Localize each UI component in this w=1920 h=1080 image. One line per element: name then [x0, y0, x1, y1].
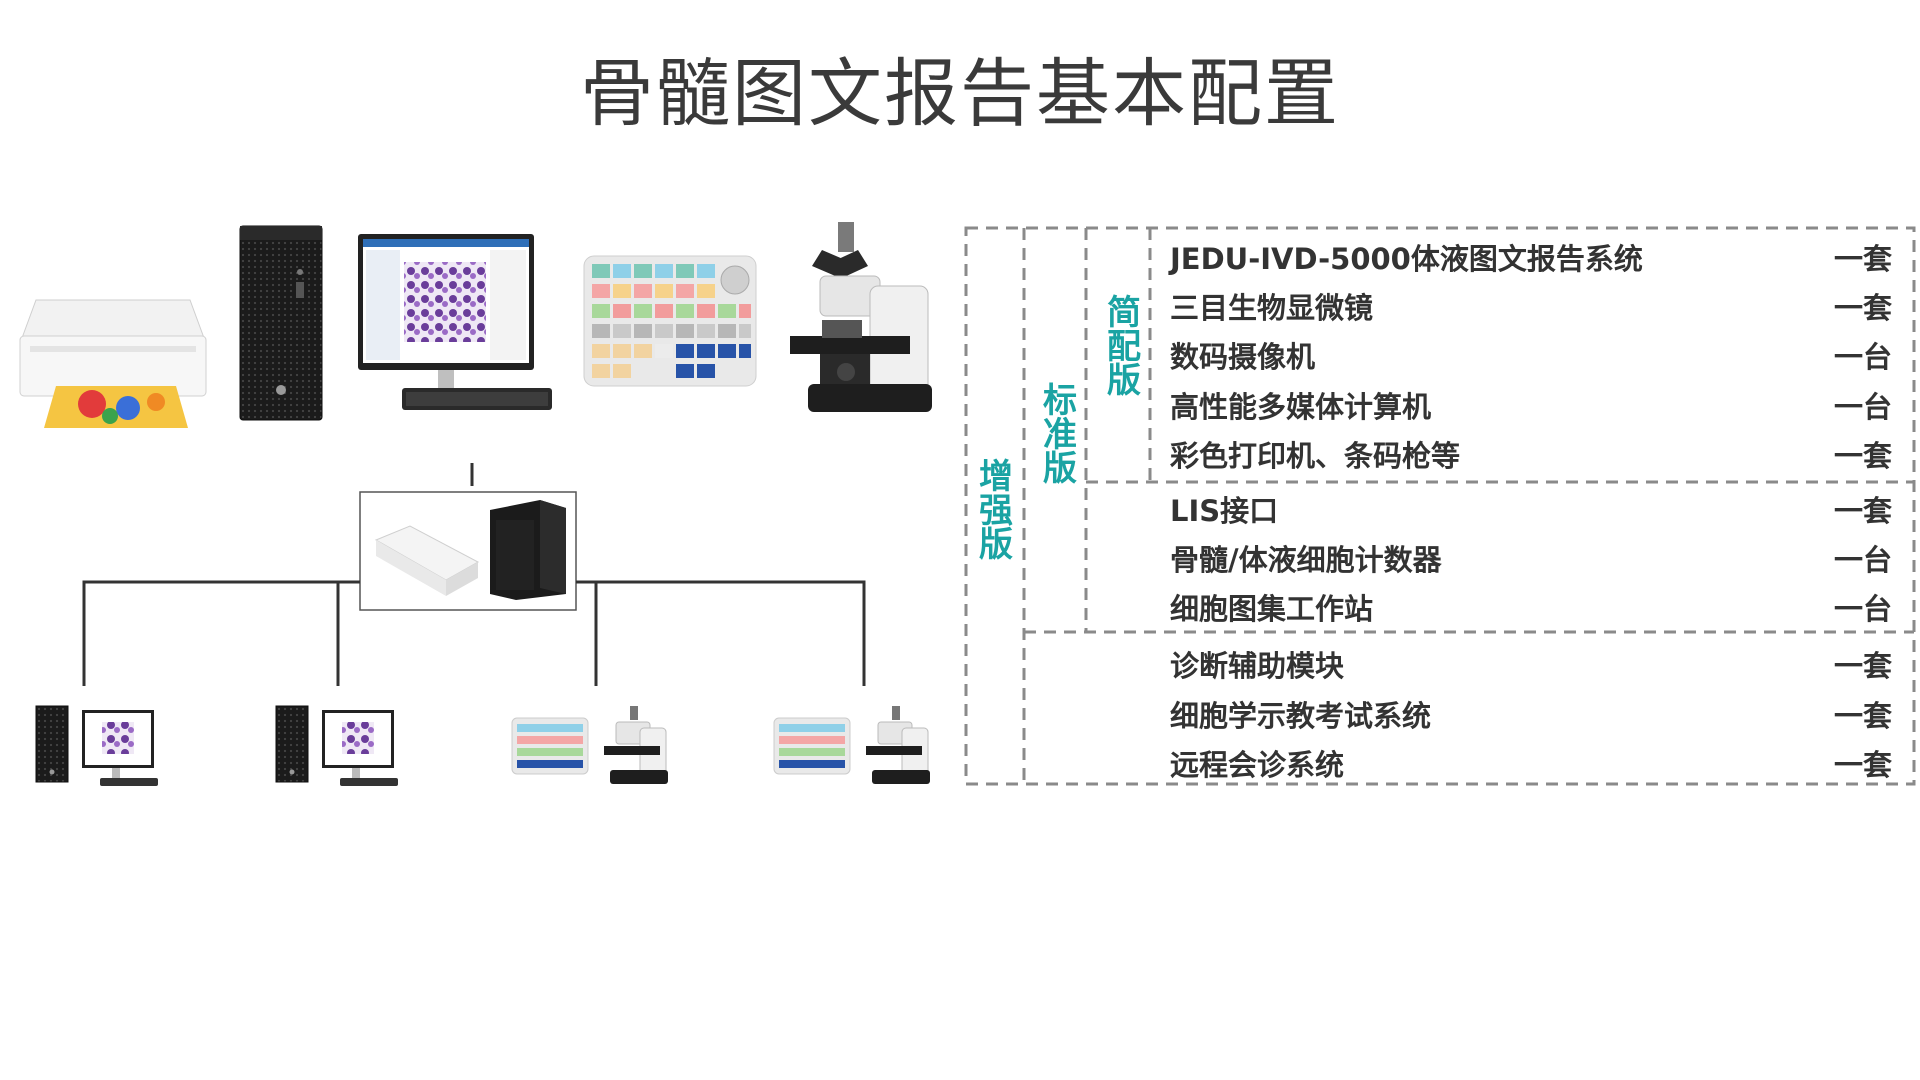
network-hub — [359, 463, 577, 611]
config-row: 数码摄像机 一台 — [1170, 334, 1892, 374]
page-title: 骨髓图文报告基本配置 — [580, 51, 1340, 137]
item-qty: 一台 — [1833, 390, 1892, 424]
config-row: 三目生物显微镜 一套 — [1170, 285, 1892, 325]
config-row: 细胞图集工作站 一台 — [1170, 586, 1892, 626]
config-row: 诊断辅助模块 一套 — [1170, 643, 1892, 683]
workstation-icon — [275, 705, 398, 786]
tier-label-enhanced: 增强版 — [979, 457, 1013, 565]
counter-microscope-icon — [511, 706, 668, 784]
item-name: 数码摄像机 — [1170, 340, 1316, 374]
tier-label-standard: 标准版 — [1043, 381, 1077, 489]
item-name: LIS接口 — [1170, 494, 1279, 528]
item-qty: 一套 — [1833, 242, 1892, 276]
item-qty: 一套 — [1833, 699, 1892, 733]
counter-microscope-icon — [773, 706, 930, 784]
nas-server-icon — [490, 500, 566, 600]
equipment-diagram — [19, 222, 932, 786]
item-qty: 一套 — [1833, 748, 1892, 782]
item-name: 高性能多媒体计算机 — [1170, 390, 1432, 424]
item-name: 细胞图集工作站 — [1170, 592, 1374, 626]
item-qty: 一套 — [1833, 649, 1892, 683]
item-qty: 一套 — [1833, 291, 1892, 325]
item-name: 三目生物显微镜 — [1170, 291, 1374, 325]
config-row: 骨髓/体液细胞计数器 一台 — [1170, 537, 1892, 577]
item-name: 诊断辅助模块 — [1170, 649, 1345, 683]
tower-pc-icon — [239, 225, 323, 421]
network-lines — [82, 580, 866, 686]
microscope-icon — [790, 222, 932, 412]
item-qty: 一台 — [1833, 592, 1892, 626]
config-row: 彩色打印机、条码枪等 一套 — [1170, 433, 1892, 473]
item-qty: 一套 — [1833, 439, 1892, 473]
workstation-icon — [35, 705, 158, 786]
item-name: 远程会诊系统 — [1170, 748, 1345, 782]
tier-label-simple: 简配版 — [1107, 293, 1141, 401]
item-qty: 一套 — [1833, 494, 1892, 528]
config-row: 远程会诊系统 一套 — [1170, 742, 1892, 782]
item-qty: 一台 — [1833, 543, 1892, 577]
network-switch-icon — [374, 525, 480, 596]
keypad-counter-icon — [583, 255, 757, 387]
item-name: 细胞学示教考试系统 — [1170, 699, 1432, 733]
item-name: 彩色打印机、条码枪等 — [1170, 439, 1461, 473]
item-qty: 一台 — [1833, 340, 1892, 374]
monitor-icon — [358, 234, 552, 410]
item-name: JEDU-IVD-5000体液图文报告系统 — [1170, 242, 1643, 276]
item-name: 骨髓/体液细胞计数器 — [1170, 543, 1442, 577]
config-row: JEDU-IVD-5000体液图文报告系统 一套 — [1170, 236, 1892, 276]
config-row: 高性能多媒体计算机 一台 — [1170, 384, 1892, 424]
config-row: 细胞学示教考试系统 一套 — [1170, 693, 1892, 733]
printer-icon — [19, 299, 207, 428]
config-row: LIS接口 一套 — [1170, 488, 1892, 528]
